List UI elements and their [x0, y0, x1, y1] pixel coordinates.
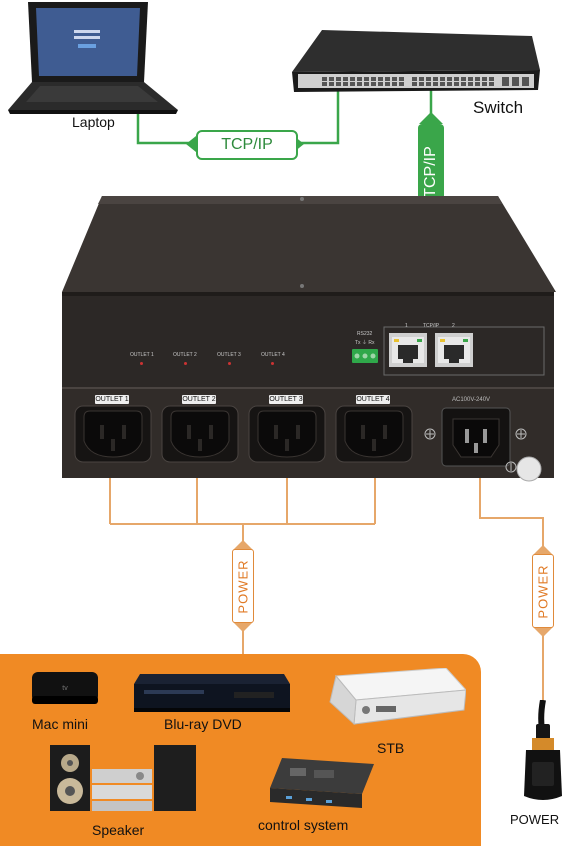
power-plug-icon	[524, 700, 562, 800]
power-source-label: POWER	[510, 812, 560, 827]
front-outlet-label-1: OUTLET 1	[130, 352, 154, 358]
power-in-label: AC100V-240V	[452, 397, 491, 403]
svg-text:tv: tv	[62, 685, 68, 692]
outlet-4-led	[271, 362, 274, 365]
power-bus-arrows	[233, 540, 253, 632]
rs232-screws	[354, 353, 376, 359]
outlet-1-led	[140, 362, 143, 365]
switch-icon	[292, 30, 540, 92]
front-outlet-label-3: OUTLET 3	[217, 352, 241, 358]
front-outlet-label-2: OUTLET 2	[173, 352, 197, 358]
rs232-label: RS232	[357, 331, 373, 337]
rs232-pins: Tx ⏚ Rx	[355, 340, 375, 346]
ethernet-port-1[interactable]	[389, 333, 427, 367]
ground-terminal-icon	[505, 456, 542, 482]
tcpip-horizontal-tag: TCP/IP	[196, 130, 298, 160]
ground-screw-left-icon	[424, 428, 436, 440]
control-system-icon	[270, 758, 374, 808]
ethernet-port-2[interactable]	[435, 333, 473, 367]
outlet-3-led	[228, 362, 231, 365]
speaker-system-icon	[50, 745, 196, 811]
power-bus-tag: POWER	[232, 549, 254, 623]
power-bus-text: POWER	[235, 558, 251, 614]
tcpip-port-label: TCP/IP	[423, 323, 440, 329]
outlet-2-socket[interactable]	[161, 405, 239, 463]
laptop-icon	[8, 2, 178, 114]
power-inlet[interactable]	[441, 407, 511, 467]
mac-mini-icon: tv	[32, 672, 98, 704]
stb-label: STB	[377, 740, 405, 756]
control-system-label: control system	[258, 817, 349, 833]
outlet-3-socket[interactable]	[248, 405, 326, 463]
port-number-2: 2	[452, 323, 455, 329]
laptop-label: Laptop	[72, 114, 115, 130]
outlet-4-label: OUTLET 4	[356, 395, 390, 404]
outlet-2-label: OUTLET 2	[182, 395, 216, 404]
mac-mini-label: Mac mini	[32, 716, 89, 732]
outlet-1-label: OUTLET 1	[95, 395, 129, 404]
port-number-1: 1	[405, 323, 408, 329]
outlet-2-led	[184, 362, 187, 365]
speaker-label: Speaker	[92, 822, 145, 838]
tcpip-horizontal-text: TCP/IP	[221, 136, 273, 153]
power-input-tag: POWER	[532, 554, 554, 628]
outlet-1-socket[interactable]	[74, 405, 152, 463]
switch-label: Switch	[473, 98, 524, 117]
stb-icon	[329, 668, 466, 726]
front-outlet-label-4: OUTLET 4	[261, 352, 285, 358]
outlet-3-label: OUTLET 3	[269, 395, 303, 404]
power-input-arrows	[533, 545, 553, 637]
outlet-4-socket[interactable]	[335, 405, 413, 463]
bluray-player-icon	[134, 674, 290, 712]
ground-screw-right-icon	[515, 428, 527, 440]
power-input-text: POWER	[535, 563, 551, 619]
bluray-label: Blu-ray DVD	[164, 716, 242, 732]
